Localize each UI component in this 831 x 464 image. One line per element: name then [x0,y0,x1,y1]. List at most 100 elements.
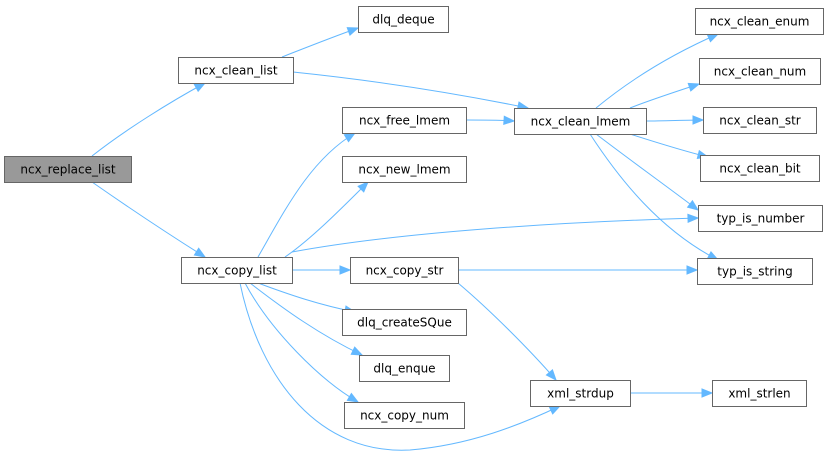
edge-arrowhead [692,115,705,125]
edge-ncx_copy_str-to-typ_is_string [458,265,699,275]
node-box[interactable] [342,156,467,183]
node-ncx_copy_list[interactable]: ncx_copy_list [181,257,293,284]
node-box[interactable] [342,107,467,134]
edge-line [239,282,561,451]
node-ncx_clean_str[interactable]: ncx_clean_str [703,107,817,134]
node-label: ncx_free_lmem [359,114,450,128]
node-typ_is_string[interactable]: typ_is_string [697,258,813,285]
edge-line [595,133,699,211]
node-label: dlq_deque [372,13,434,27]
edge-ncx_copy_list-to-dlq_enque [249,282,364,356]
edge-line [281,27,359,58]
edge-ncx_clean_lmem-to-typ_is_string [589,133,720,261]
edge-line [257,282,356,313]
edge-ncx_replace_list-to-ncx_clean_list [91,82,207,157]
edge-arrowhead [350,346,364,356]
node-box[interactable] [350,257,459,284]
edge-arrowhead [357,181,369,193]
node-box[interactable] [697,258,813,285]
node-ncx_clean_list[interactable]: ncx_clean_list [178,57,294,84]
edge-line [249,282,363,356]
nodes-layer: ncx_replace_list ncx_clean_list ncx_copy_l… [4,6,824,429]
edge-arrowhead [193,82,207,93]
node-ncx_clean_enum[interactable]: ncx_clean_enum [695,8,824,35]
node-box[interactable] [700,155,820,182]
node-ncx_replace_list[interactable]: ncx_replace_list [4,156,132,183]
node-label: ncx_replace_list [20,163,116,177]
edge-ncx_copy_list-to-ncx_copy_num [244,282,360,403]
edge-arrowhead [346,392,360,403]
node-label: dlq_enque [373,362,435,376]
edge-ncx_clean_list-to-ncx_clean_lmem [292,71,530,111]
node-label: ncx_clean_list [194,64,277,78]
node-dlq_deque[interactable]: dlq_deque [358,6,449,33]
node-box[interactable] [530,380,631,407]
node-box[interactable] [703,107,817,134]
edge-ncx_free_lmem-to-ncx_clean_lmem [465,115,516,126]
edge-arrowhead [687,213,700,224]
node-label: typ_is_number [717,212,805,226]
node-box[interactable] [698,205,823,232]
node-xml_strlen[interactable]: xml_strlen [712,380,807,407]
node-box[interactable] [514,108,647,135]
edge-line [589,133,719,261]
node-dlq_enque[interactable]: dlq_enque [359,355,450,382]
node-typ_is_number[interactable]: typ_is_number [698,205,823,232]
node-box[interactable] [178,57,294,84]
edge-arrowhead [548,405,562,415]
edge-arrowhead [343,132,357,143]
edge-arrowhead [706,33,720,43]
edge-arrowhead [503,115,516,126]
node-box[interactable] [358,6,449,33]
edge-arrowhead [686,265,699,275]
node-label: ncx_copy_list [197,264,277,278]
edge-line [284,181,369,258]
node-label: ncx_clean_num [714,65,806,79]
node-box[interactable] [4,156,132,183]
edge-ncx_clean_lmem-to-ncx_clean_enum [595,33,720,109]
node-box[interactable] [181,257,293,284]
edge-line [629,133,709,158]
node-box[interactable] [695,8,824,35]
edge-ncx_replace_list-to-ncx_copy_list [91,181,207,258]
node-box[interactable] [359,355,450,382]
edge-ncx_copy_list-to-dlq_createSQue [257,282,357,315]
edge-line [244,282,359,403]
node-ncx_new_lmem[interactable]: ncx_new_lmem [342,156,467,183]
edge-line [595,33,719,109]
edge-line [292,71,529,109]
edge-ncx_copy_list-to-ncx_free_lmem [257,132,357,258]
node-ncx_clean_bit[interactable]: ncx_clean_bit [700,155,820,182]
node-xml_strdup[interactable]: xml_strdup [530,380,631,407]
node-box[interactable] [344,402,465,429]
node-box[interactable] [699,58,821,85]
edge-ncx_copy_list-to-ncx_copy_str [292,265,352,275]
node-ncx_free_lmem[interactable]: ncx_free_lmem [342,107,467,134]
edge-arrowhead [339,265,352,275]
node-ncx_clean_lmem[interactable]: ncx_clean_lmem [514,108,647,135]
node-label: typ_is_string [717,265,792,279]
node-label: ncx_clean_bit [719,162,801,176]
edge-line [629,83,700,109]
edge-line [257,132,356,258]
edge-ncx_clean_list-to-dlq_deque [281,27,360,58]
node-ncx_clean_num[interactable]: ncx_clean_num [699,58,821,85]
edge-ncx_clean_lmem-to-typ_is_number [595,133,700,211]
edge-line [291,217,699,253]
edge-ncx_clean_lmem-to-ncx_clean_str [645,115,705,125]
node-label: xml_strdup [547,387,614,401]
node-ncx_copy_str[interactable]: ncx_copy_str [350,257,459,284]
edge-line [91,82,206,157]
node-label: ncx_clean_enum [710,15,810,29]
node-label: ncx_copy_num [360,409,449,423]
node-dlq_createSQue[interactable]: dlq_createSQue [342,309,467,336]
node-box[interactable] [342,309,467,336]
edge-ncx_copy_list-to-ncx_new_lmem [284,181,369,258]
edge-arrowhead [346,27,360,37]
node-label: ncx_copy_str [366,264,444,278]
edge-arrowhead [701,388,714,398]
edge-ncx_copy_list-to-xml_strdup [239,282,562,451]
node-box[interactable] [712,380,807,407]
node-ncx_copy_num[interactable]: ncx_copy_num [344,402,465,429]
